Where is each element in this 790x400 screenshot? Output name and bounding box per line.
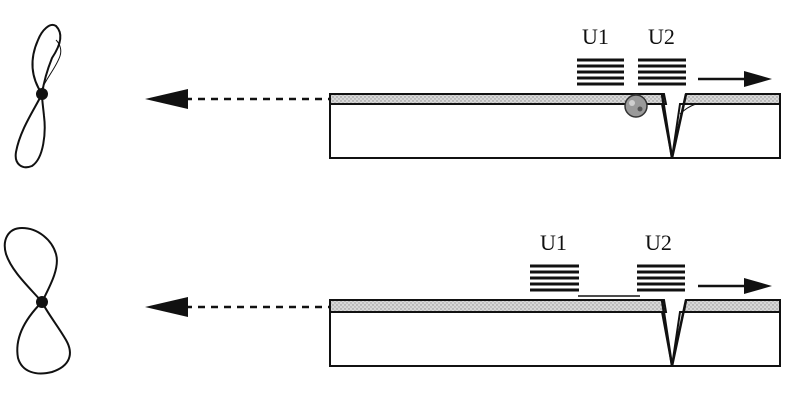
arrow-left-icon-bottom bbox=[145, 297, 188, 317]
transducer-u2-top bbox=[638, 58, 686, 86]
pattern-center-dot-bottom bbox=[36, 296, 48, 308]
radiation-pattern-top bbox=[31, 24, 62, 97]
substrate-bottom bbox=[329, 311, 781, 367]
arrow-right-icon-bottom bbox=[744, 278, 772, 294]
substrate-top bbox=[329, 103, 781, 159]
groove-top bbox=[660, 93, 688, 159]
arrow-left-icon-top bbox=[145, 89, 188, 109]
coating-layer-top bbox=[329, 93, 668, 105]
transducer-u1-bottom bbox=[530, 264, 579, 292]
arrow-right-icon-top bbox=[744, 71, 772, 87]
radiation-pattern-top-lower bbox=[14, 93, 46, 169]
coating-layer-bottom bbox=[329, 299, 668, 313]
label-u1-bottom: U1 bbox=[540, 230, 567, 255]
panel-top: U1 U2 bbox=[14, 24, 781, 169]
radiation-pattern-bottom bbox=[3, 226, 58, 304]
panel-bottom: U1 U2 bbox=[3, 226, 781, 375]
particle-top bbox=[624, 94, 648, 118]
transducer-u2-bottom bbox=[637, 264, 685, 292]
pattern-center-dot-top bbox=[36, 88, 48, 100]
label-u2-top: U2 bbox=[648, 24, 675, 49]
radiation-pattern-bottom-lower bbox=[16, 300, 71, 375]
groove-bottom bbox=[660, 299, 688, 367]
label-u1-top: U1 bbox=[582, 24, 609, 49]
transducer-u1-top bbox=[577, 58, 624, 86]
label-u2-bottom: U2 bbox=[645, 230, 672, 255]
